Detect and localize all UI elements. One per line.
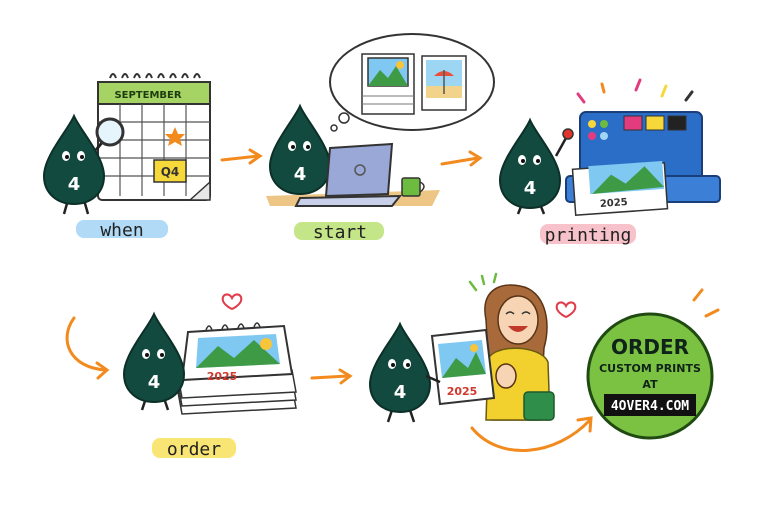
- thought-bubble: [329, 33, 495, 132]
- star-icon: [165, 127, 185, 146]
- calendar-month: SEPTEMBER: [114, 90, 181, 101]
- stack-year: 2025: [207, 370, 238, 383]
- arrow-icon: [65, 316, 110, 380]
- magnifier-icon: [95, 117, 125, 147]
- svg-text:4: 4: [148, 372, 161, 393]
- cta-line-custom-prints: CUSTOM PRINTS: [599, 362, 701, 375]
- gift-year: 2025: [447, 385, 478, 398]
- cta-site-link[interactable]: 4OVER4.COM: [611, 399, 689, 414]
- arrow-icon: [220, 148, 263, 165]
- mascot-order: 4: [123, 313, 185, 411]
- svg-text:4: 4: [394, 382, 407, 403]
- cta-line-order: ORDER: [611, 335, 689, 359]
- step-delivery: 2025 4: [369, 272, 593, 452]
- mascot-printing: 4: [499, 119, 574, 215]
- quarter-badge: Q4: [161, 165, 180, 179]
- step-label-printing: printing: [545, 225, 632, 246]
- mascot-delivery: 4: [369, 323, 441, 423]
- printed-calendar: 2025: [571, 160, 669, 216]
- arrow-icon: [440, 150, 483, 167]
- laptop-icon: [294, 142, 403, 207]
- step-start: 4 start: [266, 33, 495, 243]
- arrow-icon: [470, 416, 593, 452]
- step-order: 2025 4 order: [123, 293, 297, 460]
- calendar-stack: 2025: [177, 322, 297, 415]
- step-printing: 2025 4 printing: [499, 78, 721, 246]
- step-when: SEPTEMBER Q4 4 when: [43, 73, 211, 241]
- print-year: 2025: [600, 197, 629, 210]
- cta-line-at: AT: [642, 378, 658, 391]
- mascot-number: 4: [68, 174, 81, 195]
- cta-badge[interactable]: ORDER CUSTOM PRINTS AT 4OVER4.COM: [586, 288, 720, 440]
- customer: [468, 272, 577, 421]
- svg-text:4: 4: [524, 178, 537, 199]
- mascot-when: 4: [43, 115, 125, 215]
- svg-text:4: 4: [294, 164, 307, 185]
- step-label-start: start: [313, 222, 367, 243]
- wall-calendar: SEPTEMBER Q4: [97, 73, 211, 201]
- step-label-order: order: [167, 439, 221, 460]
- cta-circle: [586, 312, 714, 440]
- handheld-calendar: 2025: [430, 328, 496, 406]
- cta-site-box: [604, 394, 696, 416]
- mug-icon: [401, 177, 425, 197]
- heart-icon: [221, 293, 243, 311]
- arrow-icon: [310, 368, 353, 385]
- mascot-start: 4: [269, 105, 331, 195]
- step-label-when: when: [100, 220, 143, 241]
- heart-icon: [555, 301, 577, 319]
